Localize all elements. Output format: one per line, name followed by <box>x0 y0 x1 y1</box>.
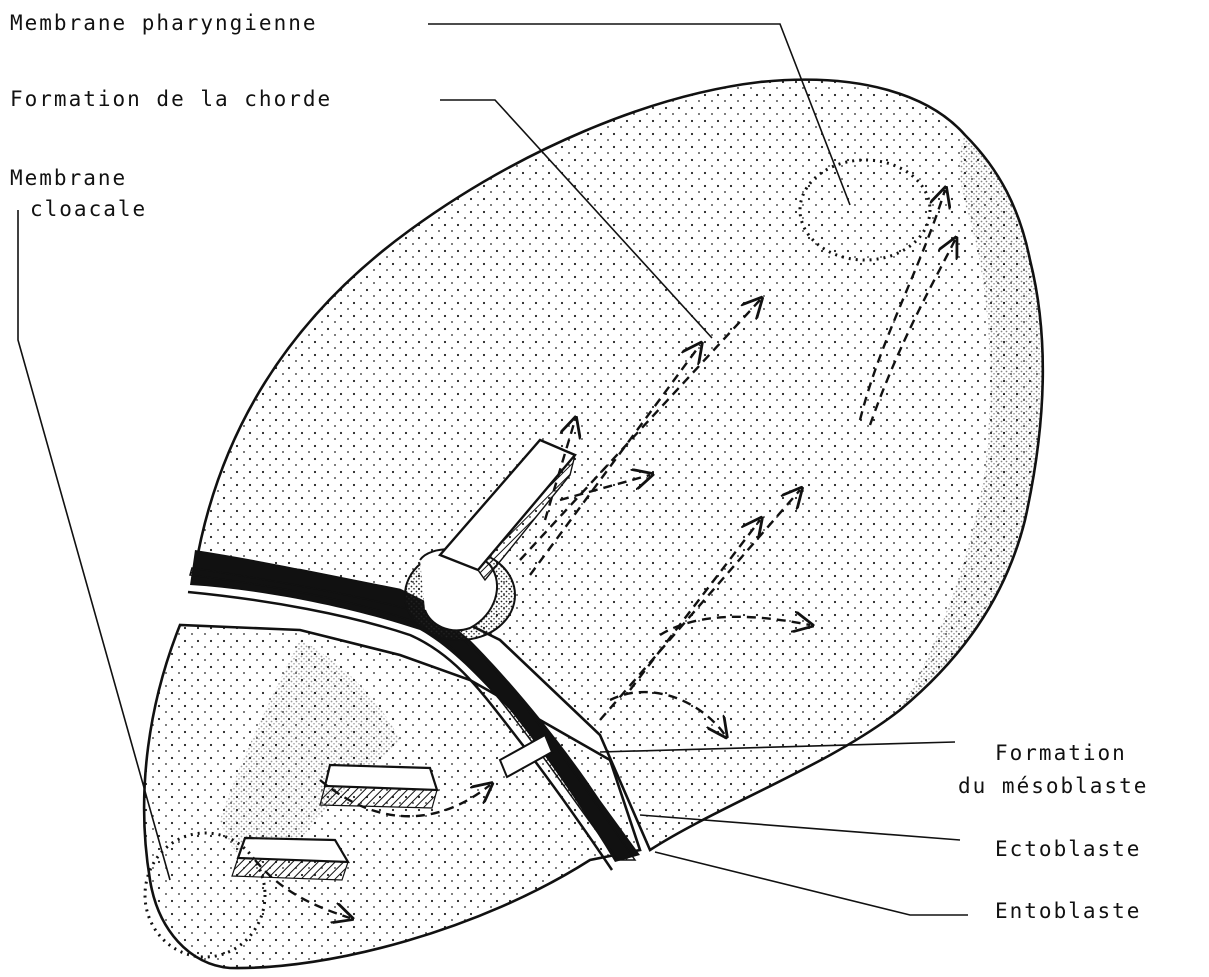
label-ectoblaste: Ectoblaste <box>995 836 1141 862</box>
label-formation-mesoblaste-1: Formation <box>995 740 1127 766</box>
label-formation-chorde: Formation de la chorde <box>10 86 332 112</box>
label-entoblaste: Entoblaste <box>995 898 1141 924</box>
label-formation-mesoblaste-2: du mésoblaste <box>958 773 1148 799</box>
label-membrane-cloacale-1: Membrane <box>10 165 127 191</box>
label-membrane-pharyngienne: Membrane pharyngienne <box>10 10 318 36</box>
label-membrane-cloacale-2: cloacale <box>30 196 147 222</box>
